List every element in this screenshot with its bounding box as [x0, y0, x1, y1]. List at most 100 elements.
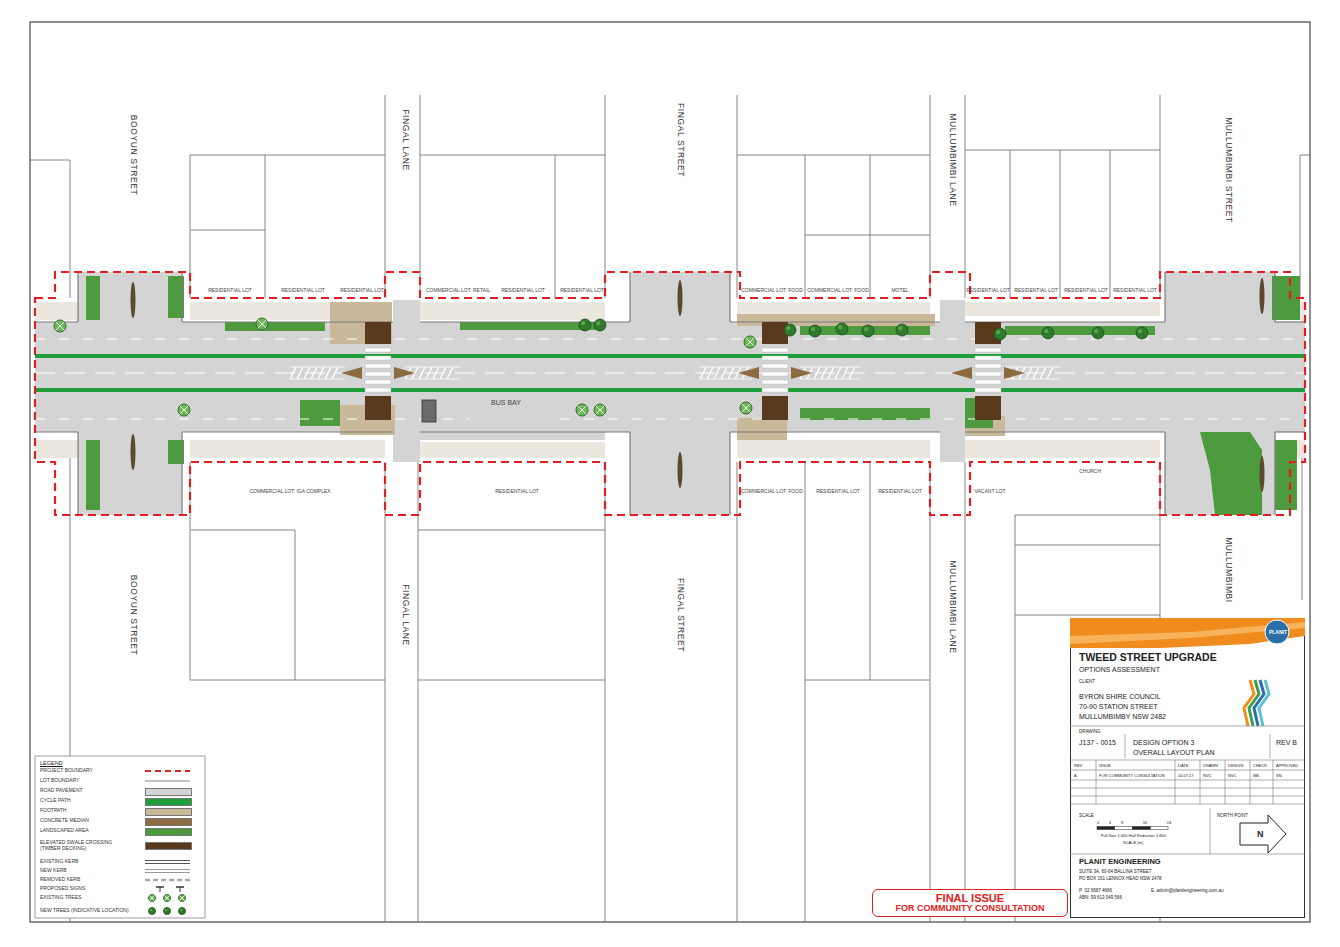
lot-boundary — [420, 95, 421, 298]
footpath — [965, 302, 1160, 316]
title-block-text: 8 — [1121, 821, 1123, 825]
lot-boundary — [737, 95, 738, 298]
road-pavement — [630, 272, 730, 322]
legend-swatch — [145, 808, 192, 816]
street-name: FINGAL LANE — [400, 109, 409, 171]
lot-label: COMMERCIAL LOT: FOOD — [807, 288, 869, 294]
existing-tree — [740, 402, 752, 414]
title-block-text: 16 — [1143, 821, 1147, 825]
zebra-stripe — [975, 372, 1001, 376]
zebra-stripe — [762, 364, 788, 368]
new-tree-highlight — [150, 909, 152, 911]
road-pavement — [35, 322, 1305, 432]
median-island — [131, 282, 136, 318]
zebra-stripe — [975, 364, 1001, 368]
legend-text: LOT BOUNDARY — [40, 778, 132, 784]
title-block-rule — [1070, 804, 1305, 805]
new-tree — [809, 325, 821, 337]
zebra-stripe — [365, 380, 391, 384]
existing-tree — [178, 404, 190, 416]
landscaped-area — [1275, 440, 1297, 510]
concrete-median — [1004, 367, 1025, 379]
title-block-text: NORTH POINT — [1217, 814, 1248, 819]
concrete-median — [738, 367, 759, 379]
lot-boundary — [190, 230, 265, 231]
lot-label: VACANT LOT — [975, 489, 1006, 495]
zebra-stripe — [762, 372, 788, 376]
lot-label: COMMERCIAL LOT: FOOD — [741, 489, 803, 495]
lot-boundary — [930, 95, 931, 298]
new-tree — [179, 908, 186, 915]
landscaped-area — [300, 400, 340, 426]
lot-label: RESIDENTIAL LOT — [1113, 288, 1157, 294]
median-hatching — [297, 367, 303, 379]
title-block-rule — [1070, 788, 1305, 789]
median-hatching — [1033, 367, 1039, 379]
existing-tree — [744, 336, 756, 348]
new-tree-highlight — [1044, 329, 1048, 333]
lot-label: RESIDENTIAL LOT — [560, 288, 604, 294]
bus-bay-pavement — [420, 432, 605, 440]
title-block-text: CLIENT — [1079, 680, 1095, 685]
legend-box — [35, 756, 205, 918]
scale-bar — [1097, 827, 1115, 830]
title-block-text: OVERALL LAYOUT PLAN — [1133, 749, 1215, 757]
tree-mark — [180, 896, 185, 901]
existing-tree — [594, 404, 606, 416]
new-tree-highlight — [864, 327, 868, 331]
lot-label: RESIDENTIAL LOT — [208, 288, 252, 294]
scale-bar — [1150, 827, 1168, 830]
median-hatching — [325, 367, 331, 379]
legend-text: ELEVATED SWALE CROSSING (TIMBER DECKING) — [40, 840, 132, 851]
new-tree — [994, 328, 1006, 340]
title-block-rule — [1070, 726, 1305, 727]
kerb-line — [1274, 272, 1275, 322]
new-tree-highlight — [786, 326, 790, 330]
lot-boundary — [555, 155, 556, 298]
lot-label: COMMERCIAL LOT: FOOD — [741, 288, 803, 294]
median-hatching — [821, 367, 827, 379]
lot-boundary — [1160, 95, 1161, 298]
council-logo — [1259, 680, 1269, 726]
tree-mark — [746, 338, 754, 346]
new-tree-highlight — [811, 327, 815, 331]
road-pavement — [940, 300, 965, 322]
new-tree — [896, 324, 908, 336]
lot-boundary — [1300, 155, 1310, 156]
title-block-text: DRAWN — [1203, 764, 1218, 768]
concrete-median — [394, 367, 415, 379]
scale-bar — [1133, 827, 1151, 830]
kerb-line — [729, 272, 730, 322]
lot-label: COMMERCIAL LOT: RETAIL — [426, 288, 490, 294]
median-hatching — [800, 367, 860, 368]
median-hatching — [828, 367, 834, 379]
footpath — [737, 418, 787, 440]
road-pavement — [630, 432, 730, 515]
kerb-line — [730, 431, 940, 432]
kerb-line — [181, 432, 182, 515]
project-boundary — [35, 272, 1305, 515]
title-block-text: N — [1257, 830, 1264, 840]
street-name: FINGAL LANE — [400, 584, 409, 646]
title-block-text: REV B — [1276, 739, 1297, 747]
timber-deck-crossing — [762, 396, 788, 420]
title-block-text: NVC — [1203, 774, 1211, 778]
kerb-line — [629, 272, 630, 322]
zebra-stripe — [975, 380, 1001, 384]
lot-boundary — [737, 462, 738, 922]
lot-boundary — [190, 680, 385, 681]
kerb-line — [35, 431, 78, 432]
lot-boundary — [420, 155, 605, 156]
existing-tree — [149, 895, 156, 902]
issue-stamp: FINAL ISSUEFOR COMMUNITY CONSULTATION — [872, 889, 1068, 917]
lot-boundary — [870, 462, 871, 680]
road-pavement — [393, 432, 420, 462]
lot-boundary — [70, 160, 71, 298]
footpath — [737, 302, 930, 314]
legend-sample — [145, 860, 190, 861]
legend-text: PROJECT BOUNDARY — [40, 768, 132, 774]
median-hatching — [433, 367, 439, 379]
footpath — [330, 302, 392, 344]
median-hatching — [290, 367, 296, 379]
title-block-text: DATE — [1178, 764, 1188, 768]
